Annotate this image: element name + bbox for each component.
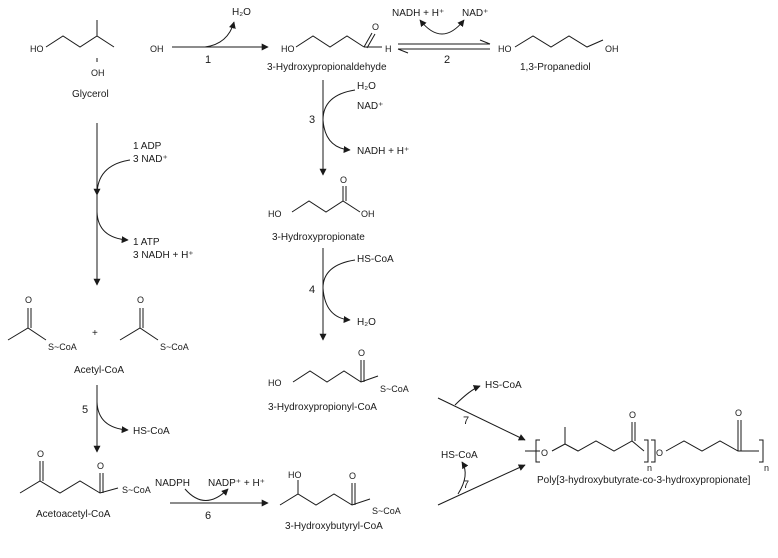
hpcoa-scoa: S~CoA (380, 384, 409, 394)
acetoacetyl-o1: O (37, 449, 44, 459)
glycolysis-adp: 1 ADP (133, 141, 162, 152)
step2-number: 2 (444, 54, 450, 66)
pdo-oh: OH (605, 44, 619, 54)
pdo-label: 1,3-Propanediol (520, 62, 591, 73)
hpcoa-o: O (358, 348, 365, 358)
step5-number: 5 (82, 404, 88, 416)
step7-lower-arrow (437, 464, 526, 506)
step1-water-branch (204, 21, 236, 48)
hpa-label: 3-Hydroxypropionaldehyde (267, 62, 387, 73)
hpcoa-label: 3-Hydroxypropionyl-CoA (268, 402, 377, 413)
step4-h2o: H₂O (357, 317, 376, 328)
acetoacetyl-coa-structure: O O S~CoA (19, 449, 151, 495)
glycolysis-atp: 1 ATP (133, 237, 160, 248)
hp-ho: HO (268, 209, 282, 219)
step5-output-curve (96, 401, 129, 434)
step1-number: 1 (205, 54, 211, 66)
glycolysis-nadh: 3 NADH + H⁺ (133, 250, 194, 261)
step3-nadh: NADH + H⁺ (357, 146, 409, 157)
glycerol-oh-right: OH (150, 44, 164, 54)
acetyl-coa-structure-1: O S~CoA (7, 295, 77, 352)
hp-o: O (340, 175, 347, 185)
hbcoa-label: 3-Hydroxybutyryl-CoA (285, 521, 383, 532)
polymer-subscript-1: n (647, 463, 652, 473)
step5-hscoa: HS-CoA (133, 426, 170, 437)
polymer-subscript-2: n (764, 463, 769, 473)
step3-nad: NAD⁺ (357, 101, 383, 112)
step2-cofactor-arc (419, 19, 465, 35)
glycerol-ho-left: HO (30, 44, 44, 54)
step7-upper-hscoa-branch (454, 385, 481, 406)
step7-lower-hscoa-branch (457, 461, 469, 495)
glycolysis-nad: 3 NAD⁺ (133, 154, 168, 165)
step7-upper-arrow (437, 397, 526, 441)
step7-upper-hscoa: HS-CoA (485, 380, 522, 391)
polymer-hp-o: O (656, 448, 663, 458)
step4-cofactor-curve (322, 259, 356, 323)
polymer-hb-o: O (541, 448, 548, 458)
pdo-structure: HO OH (498, 35, 619, 54)
hbcoa-scoa: S~CoA (372, 506, 401, 516)
hbcoa-ho: HO (288, 470, 302, 480)
acetyl-plus: + (92, 328, 98, 339)
step6-cofactor-arc (184, 488, 229, 501)
acetyl-2-o: O (137, 295, 144, 305)
glycolysis-input-curve (93, 159, 131, 196)
hpa-o: O (372, 22, 379, 32)
polymer-hp-carbonyl-o: O (735, 408, 742, 418)
acetyl-2-scoa: S~CoA (160, 342, 189, 352)
hpa-h: H (385, 44, 392, 54)
step7-lower-hscoa: HS-CoA (441, 450, 478, 461)
acetyl-label: Acetyl-CoA (74, 365, 124, 376)
hbcoa-structure: HO O S~CoA (279, 470, 401, 516)
glycerol-oh-middle: OH (91, 68, 105, 78)
hpcoa-ho: HO (268, 378, 282, 388)
step7-upper-number: 7 (463, 415, 469, 427)
hp-structure: HO O OH (268, 175, 375, 219)
pdo-ho: HO (498, 44, 512, 54)
glycerol-structure: HO OH OH (30, 20, 164, 78)
acetoacetyl-label: Acetoacetyl-CoA (36, 509, 111, 520)
step3-cofactor-curve (322, 89, 356, 153)
acetoacetyl-scoa: S~CoA (122, 485, 151, 495)
glycerol-label: Glycerol (72, 89, 109, 100)
step6-nadph: NADPH (155, 478, 190, 489)
hbcoa-o: O (349, 471, 356, 481)
hp-oh: OH (361, 209, 375, 219)
step2-nadh: NADH + H⁺ (392, 8, 444, 19)
polymer-structure: O O O O n n (525, 408, 769, 473)
polymer-label: Poly[3-hydroxybutyrate-co-3-hydroxypropi… (537, 475, 751, 486)
glycolysis-output-curve (96, 211, 129, 244)
step6-number: 6 (205, 510, 211, 522)
acetyl-coa-structure-2: O S~CoA (119, 295, 189, 352)
acetyl-1-o: O (25, 295, 32, 305)
step7-lower-number: 7 (463, 479, 469, 491)
step4-number: 4 (309, 284, 315, 296)
step3-h2o: H₂O (357, 81, 376, 92)
hpcoa-structure: HO O S~CoA (268, 348, 409, 394)
step6-nadp: NADP⁺ + H⁺ (208, 478, 265, 489)
step2-nad: NAD⁺ (462, 8, 488, 19)
hpa-structure: HO O H (281, 22, 392, 54)
acetoacetyl-o2: O (97, 461, 104, 471)
step3-number: 3 (309, 114, 315, 126)
hp-label: 3-Hydroxypropionate (272, 232, 365, 243)
step1-h2o: H₂O (232, 7, 251, 18)
acetyl-1-scoa: S~CoA (48, 342, 77, 352)
step4-hscoa: HS-CoA (357, 254, 394, 265)
hpa-ho: HO (281, 44, 295, 54)
polymer-hb-carbonyl-o: O (629, 410, 636, 420)
